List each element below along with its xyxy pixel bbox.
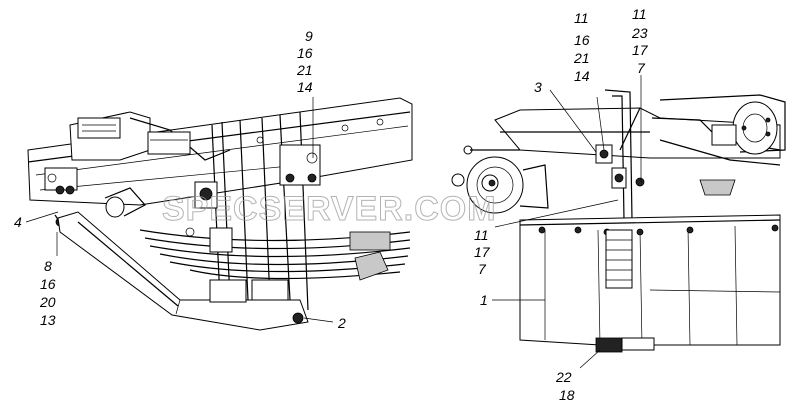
left-callouts: 9 16 21 14 4 8 16 20 13 2 xyxy=(14,28,346,331)
vertical-bracket xyxy=(595,89,645,221)
callout-11: 11 xyxy=(574,10,589,26)
callout-11: 11 xyxy=(632,6,647,22)
callout-8: 8 xyxy=(44,258,52,274)
watermark-text: SPECSERVER.COM xyxy=(162,190,497,228)
callout-11: 11 xyxy=(474,227,489,243)
u-bolts xyxy=(211,111,309,311)
callout-9: 9 xyxy=(305,28,313,44)
callout-17: 17 xyxy=(474,244,491,260)
callout-17: 17 xyxy=(632,42,649,58)
cab-mount xyxy=(69,111,231,161)
callout-7: 7 xyxy=(478,261,487,277)
tube-end xyxy=(104,187,146,218)
callout-20: 20 xyxy=(39,294,56,310)
callout-1: 1 xyxy=(480,292,488,308)
callout-3: 3 xyxy=(534,79,542,95)
air-valve xyxy=(451,145,549,214)
right-callouts: 11 16 21 14 11 23 17 7 3 11 17 7 1 22 18 xyxy=(474,6,649,403)
left-view xyxy=(25,97,413,331)
callout-4: 4 xyxy=(14,214,22,230)
callout-21: 21 xyxy=(296,62,313,78)
callout-23: 23 xyxy=(631,25,648,41)
center-clamp xyxy=(185,144,321,253)
upper-frame xyxy=(494,107,781,166)
callout-21: 21 xyxy=(573,50,590,66)
battery-box xyxy=(519,214,781,353)
callout-16: 16 xyxy=(574,32,590,48)
callout-7: 7 xyxy=(637,60,646,76)
callout-13: 13 xyxy=(40,312,56,328)
callout-2: 2 xyxy=(337,315,346,331)
right-leaders xyxy=(492,75,642,369)
left-leaders xyxy=(25,97,334,323)
right-view xyxy=(451,75,786,369)
lower-guard xyxy=(57,211,389,331)
top-machinery xyxy=(659,94,786,196)
spring-stack xyxy=(605,229,633,289)
callout-18: 18 xyxy=(559,387,575,403)
callout-16: 16 xyxy=(40,276,56,292)
callout-14: 14 xyxy=(297,79,313,95)
callout-14: 14 xyxy=(574,68,590,84)
callout-22: 22 xyxy=(555,369,572,385)
callout-16: 16 xyxy=(297,45,313,61)
